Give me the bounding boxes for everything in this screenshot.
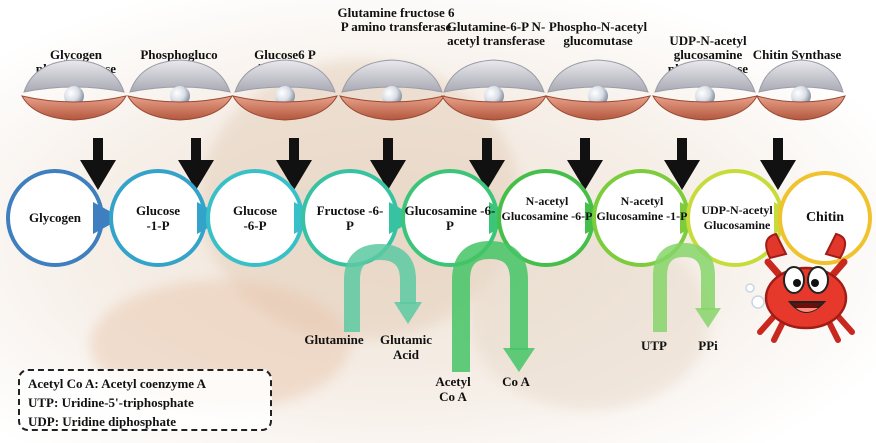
node-label-n-acetyl-glucosamine-6-p: N-acetyl Glucosamine -6-P bbox=[498, 194, 596, 224]
node-label-glycogen: Glycogen bbox=[10, 210, 100, 225]
shell-icon-2 bbox=[128, 60, 232, 120]
acetyl-coa-label: Acetyl Co A bbox=[428, 374, 478, 404]
utp-label: UTP bbox=[634, 338, 674, 353]
node-label-chitin: Chitin bbox=[795, 210, 855, 225]
glutamine-label: Glutamine bbox=[296, 332, 372, 347]
node-label-glucose-1-p: Glucose -1-P bbox=[128, 203, 188, 233]
shell-icon-8 bbox=[757, 60, 845, 120]
shell-icon-1 bbox=[22, 60, 126, 120]
legend-item-utp: UTP: Uridine-5'-triphosphate bbox=[28, 393, 262, 412]
glutamine-to-glutamic-acid-arrow bbox=[352, 252, 422, 332]
utp-to-ppi-arrow bbox=[660, 250, 721, 332]
legend-item-acetyl-coa: Acetyl Co A: Acetyl coenzyme A bbox=[28, 374, 262, 393]
glutamic-acid-label: Glutamic Acid bbox=[378, 332, 434, 362]
node-label-glucose-6-p: Glucose -6-P bbox=[225, 203, 285, 233]
node-label-fructose-6-p: Fructose -6-P bbox=[314, 203, 386, 233]
node-label-n-acetyl-glucosamine-1-p: N-acetyl Glucosamine -1-P bbox=[595, 194, 689, 224]
shell-icon-3 bbox=[233, 60, 337, 120]
abbreviation-legend: Acetyl Co A: Acetyl coenzyme A UTP: Urid… bbox=[18, 369, 272, 431]
acetyl-coa-to-coa-arrow bbox=[461, 250, 535, 372]
ppi-label: PPi bbox=[688, 338, 728, 353]
shell-icon-4 bbox=[340, 60, 444, 120]
shell-icon-7 bbox=[653, 60, 757, 120]
coa-label: Co A bbox=[496, 374, 536, 389]
node-label-glucosamine-6-p: Glucosamine -6-P bbox=[402, 203, 498, 233]
shell-icon-5 bbox=[442, 60, 546, 120]
legend-item-udp: UDP: Uridine diphosphate bbox=[28, 412, 262, 431]
shell-icon-6 bbox=[546, 60, 650, 120]
crab-icon bbox=[740, 228, 870, 348]
